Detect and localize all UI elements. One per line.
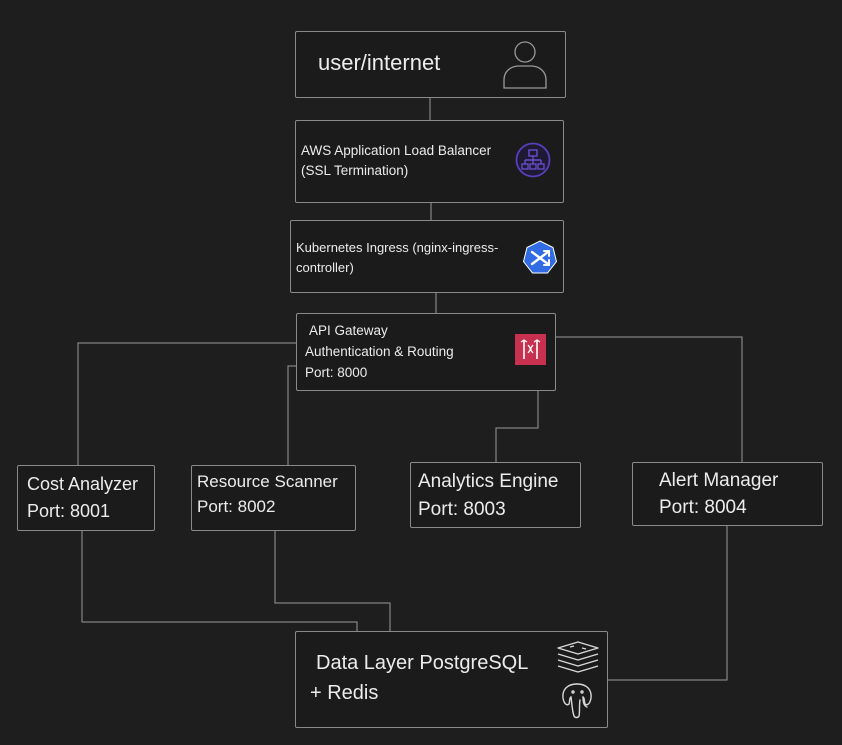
cost-analyzer-port: Port: 8001 (27, 501, 111, 521)
data-layer-subtitle: + Redis (310, 682, 379, 704)
redis-icon (557, 641, 599, 673)
data-layer-title: Data Layer PostgreSQL (316, 652, 529, 674)
connector-cost-data (81, 531, 358, 631)
load-balancer-node: AWS Application Load Balancer (SSL Termi… (295, 120, 564, 203)
postgresql-icon (562, 683, 592, 719)
api-gateway-title: API Gateway (309, 323, 388, 338)
api-gateway-icon (515, 334, 546, 365)
alert-manager-port: Port: 8004 (659, 497, 747, 518)
connector-gateway-cost (77, 342, 296, 465)
connector-alert-data (607, 526, 728, 681)
person-icon (503, 41, 547, 89)
connector-scanner-data (274, 531, 391, 631)
load-balancer-title: AWS Application Load Balancer (301, 143, 492, 158)
kubernetes-ingress-icon (522, 240, 558, 274)
analytics-engine-title: Analytics Engine (418, 471, 559, 492)
resource-scanner-port: Port: 8002 (197, 497, 276, 516)
load-balancer-subtitle: (SSL Termination) (301, 163, 409, 178)
analytics-engine-port: Port: 8003 (418, 499, 506, 520)
cost-analyzer-title: Cost Analyzer (27, 474, 139, 494)
api-gateway-node: API Gateway Authentication & Routing Por… (296, 313, 556, 391)
kubernetes-ingress-title: Kubernetes Ingress (nginx-ingress- (296, 240, 499, 255)
kubernetes-ingress-node: Kubernetes Ingress (nginx-ingress- contr… (290, 220, 564, 293)
user-internet-node: user/internet (295, 31, 566, 98)
api-gateway-port: Port: 8000 (305, 365, 368, 380)
resource-scanner-node: Resource Scanner Port: 8002 (191, 465, 356, 531)
kubernetes-ingress-subtitle: controller) (296, 260, 354, 275)
data-layer-node: Data Layer PostgreSQL + Redis (295, 631, 608, 728)
alert-manager-node: Alert Manager Port: 8004 (632, 462, 823, 526)
connector-gateway-scanner (287, 365, 296, 465)
connector-gateway-analytics (495, 391, 539, 462)
analytics-engine-node: Analytics Engine Port: 8003 (410, 462, 581, 528)
resource-scanner-title: Resource Scanner (197, 472, 338, 491)
alert-manager-title: Alert Manager (659, 470, 779, 491)
api-gateway-subtitle: Authentication & Routing (305, 344, 454, 359)
user-internet-label: user/internet (318, 50, 441, 75)
connector-gateway-alert (555, 336, 743, 462)
cost-analyzer-node: Cost Analyzer Port: 8001 (17, 465, 155, 531)
load-balancer-icon (515, 142, 551, 178)
